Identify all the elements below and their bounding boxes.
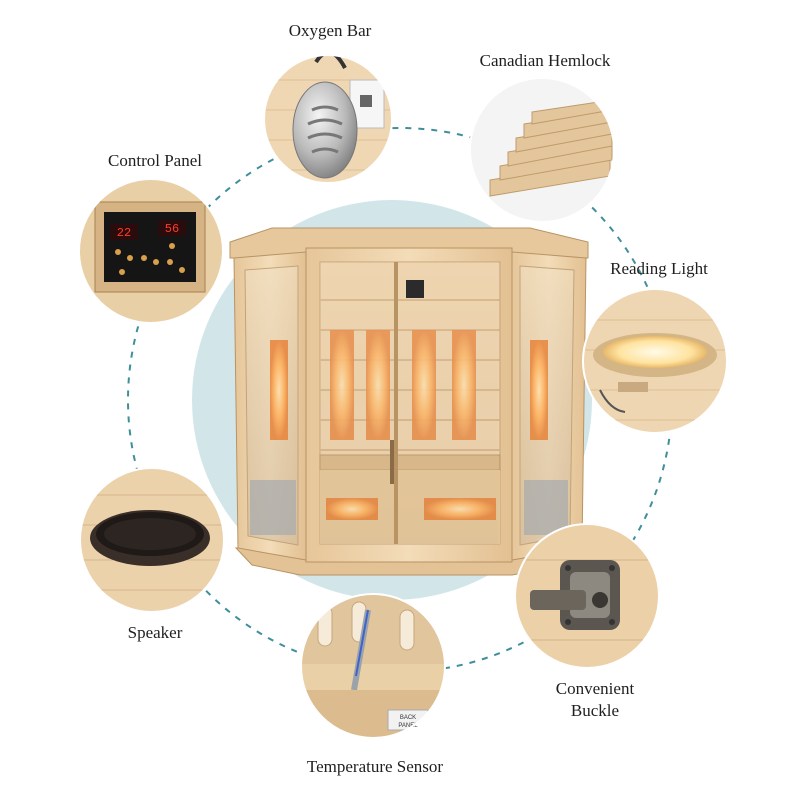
oxygen-bar-photo <box>264 55 392 183</box>
speaker-text: Speaker <box>127 623 183 642</box>
convenient-buckle-text-line2: Buckle <box>570 701 620 720</box>
canadian-hemlock-text: Canadian Hemlock <box>479 51 611 70</box>
label-canadian-hemlock: Canadian Hemlock <box>460 50 630 72</box>
control-panel-left-readout: 22 <box>117 226 131 240</box>
label-reading-light: Reading Light <box>594 258 724 280</box>
reading-light-photo <box>583 289 727 433</box>
control-panel-text: Control Panel <box>108 151 202 170</box>
sauna-cabin <box>229 227 589 576</box>
heater-panel <box>270 340 288 440</box>
door-handle <box>390 440 394 484</box>
convenient-buckle-photo <box>515 524 659 668</box>
control-panel-right-readout: 56 <box>165 222 179 236</box>
heater-panel <box>530 340 548 440</box>
label-control-panel: Control Panel <box>90 150 220 172</box>
sensor-tag-line1: BACK <box>400 715 416 721</box>
temperature-sensor-text: Temperature Sensor <box>306 757 444 776</box>
sensor-tag-line2: PANEL <box>398 723 418 729</box>
label-temperature-sensor: Temperature Sensor <box>290 756 460 778</box>
label-convenient-buckle: Convenient Buckle <box>540 678 650 722</box>
temperature-sensor-photo <box>301 594 445 738</box>
speaker-photo <box>80 468 224 612</box>
label-oxygen-bar: Oxygen Bar <box>270 20 390 42</box>
reading-light-text: Reading Light <box>610 259 708 278</box>
oxygen-bar-text: Oxygen Bar <box>288 21 372 40</box>
label-speaker: Speaker <box>110 622 200 644</box>
canadian-hemlock-photo <box>470 78 614 222</box>
convenient-buckle-text-line1: Convenient <box>555 679 635 698</box>
control-panel-photo <box>79 179 223 323</box>
